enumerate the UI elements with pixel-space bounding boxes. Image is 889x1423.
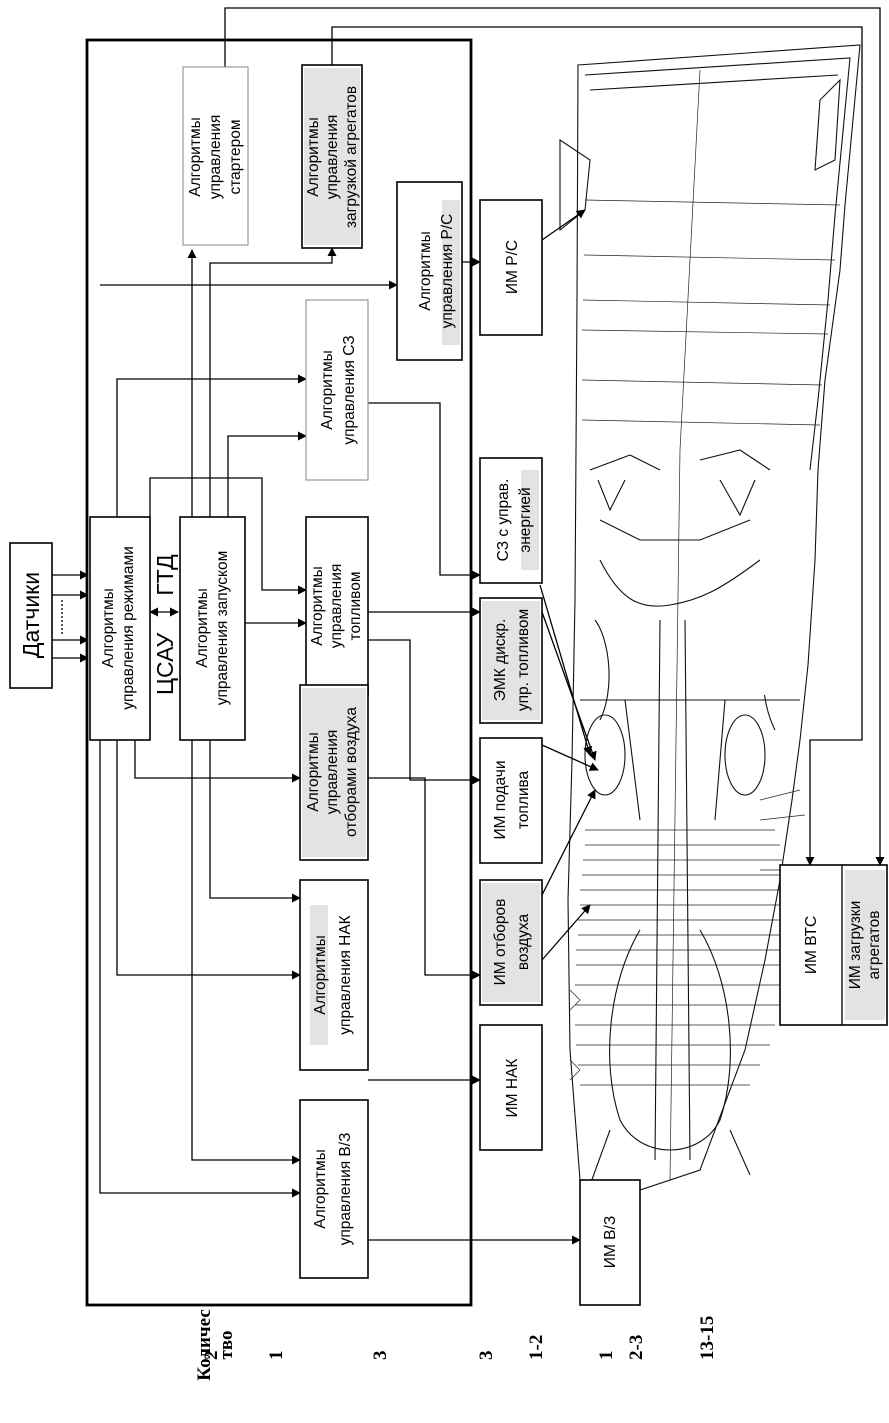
start-label-2: управления запуском <box>214 551 231 706</box>
start-box <box>179 516 246 741</box>
count-value: 1 <box>596 1351 617 1361</box>
count-value: 2-3 <box>626 1335 647 1360</box>
im-fuel-label-1: ИМ подачи <box>492 760 509 839</box>
im-rs-label: ИМ Р/С <box>504 240 521 294</box>
tsau-frame <box>85 38 473 1307</box>
sz-label-2: управления СЗ <box>341 335 358 444</box>
count-value: 1 <box>266 1351 287 1361</box>
vz-box <box>299 1099 369 1279</box>
im-emk-label-2: упр. топливом <box>515 609 532 711</box>
aggregates-label-2: управления <box>324 115 341 200</box>
sensors-label: Датчики <box>18 572 44 658</box>
starter-label-1: Алгоритмы <box>187 117 204 197</box>
starter-label-2: управления <box>207 115 224 200</box>
fuel-label-1: Алгоритмы <box>309 566 326 646</box>
vz-label-2: управления В/З <box>337 1133 354 1246</box>
fuel-label-3: топливом <box>347 572 364 641</box>
count-header-1: Количес <box>194 1309 215 1381</box>
im-agg-label-2: агрегатов <box>866 911 883 980</box>
gtd-label: ГТД <box>152 554 178 596</box>
im-sz-label-1: СЗ с управ. <box>495 479 512 562</box>
count-header-2: тво <box>216 1331 237 1360</box>
air-label-1: Алгоритмы <box>305 732 322 812</box>
im-emk-label-1: ЭМК дискр. <box>492 619 509 702</box>
actuator-blocks: ИМ Р/С СЗ с управ. энергией ЭМК дискр. у… <box>479 199 888 1306</box>
algorithm-blocks: Алгоритмы управления стартером Алгоритмы… <box>182 64 463 1279</box>
im-fuel-label-2: топлива <box>515 770 532 829</box>
im-vts-label: ИМ ВТС <box>803 916 820 974</box>
tsau-label: ЦСАУ <box>152 633 178 695</box>
im-air-label-1: ИМ отборов <box>492 899 509 986</box>
fuel-label-2: управления <box>328 564 345 649</box>
nak-label-1: Алгоритмы <box>312 935 329 1015</box>
sensors-block: Датчики <box>9 542 53 689</box>
im-vz-box <box>579 1179 641 1306</box>
count-value: 3 <box>370 1351 391 1361</box>
im-fuel-box <box>479 737 543 864</box>
im-nak-box <box>479 1024 543 1151</box>
im-nak-label: ИМ НАК <box>504 1059 521 1118</box>
center-blocks: Алгоритмы управления режимами Алгоритмы … <box>89 516 246 741</box>
rs-label-2: управления Р/С <box>439 214 456 329</box>
connections <box>52 7 885 1245</box>
im-agg-label-1: ИМ загрузки <box>847 901 864 989</box>
im-air-label-2: воздуха <box>515 913 532 970</box>
count-value: 13-15 <box>697 1316 718 1360</box>
count-value: 2 <box>201 1351 222 1361</box>
air-label-3: отборами воздуха <box>343 707 360 837</box>
air-label-2: управления <box>324 730 341 815</box>
count-row: Количес тво 2 1 3 3 1-2 1 2-3 13-15 <box>194 1309 718 1381</box>
modes-label-2: управления режимами <box>120 546 137 710</box>
fuel-box <box>305 516 369 696</box>
im-rs-box <box>479 199 543 336</box>
vz-label-1: Алгоритмы <box>312 1149 329 1229</box>
rs-label-1: Алгоритмы <box>417 231 434 311</box>
start-label-1: Алгоритмы <box>194 588 211 668</box>
modes-box <box>89 516 151 741</box>
nak-label-2: управления НАК <box>337 915 354 1034</box>
sensors-box <box>9 542 53 689</box>
im-sz-label-2: энергией <box>517 487 534 552</box>
aggregates-label-1: Алгоритмы <box>305 117 322 197</box>
aggregates-label-3: загрузкой агрегатов <box>343 86 360 228</box>
count-value: 3 <box>476 1351 497 1361</box>
sz-box <box>305 299 369 481</box>
im-vz-label: ИМ В/З <box>602 1216 619 1268</box>
sz-label-1: Алгоритмы <box>319 350 336 430</box>
modes-label-1: Алгоритмы <box>100 588 117 668</box>
count-value: 1-2 <box>526 1335 547 1360</box>
starter-box <box>182 66 249 246</box>
starter-label-3: стартером <box>227 119 244 194</box>
engine-cross-section <box>559 44 861 1191</box>
